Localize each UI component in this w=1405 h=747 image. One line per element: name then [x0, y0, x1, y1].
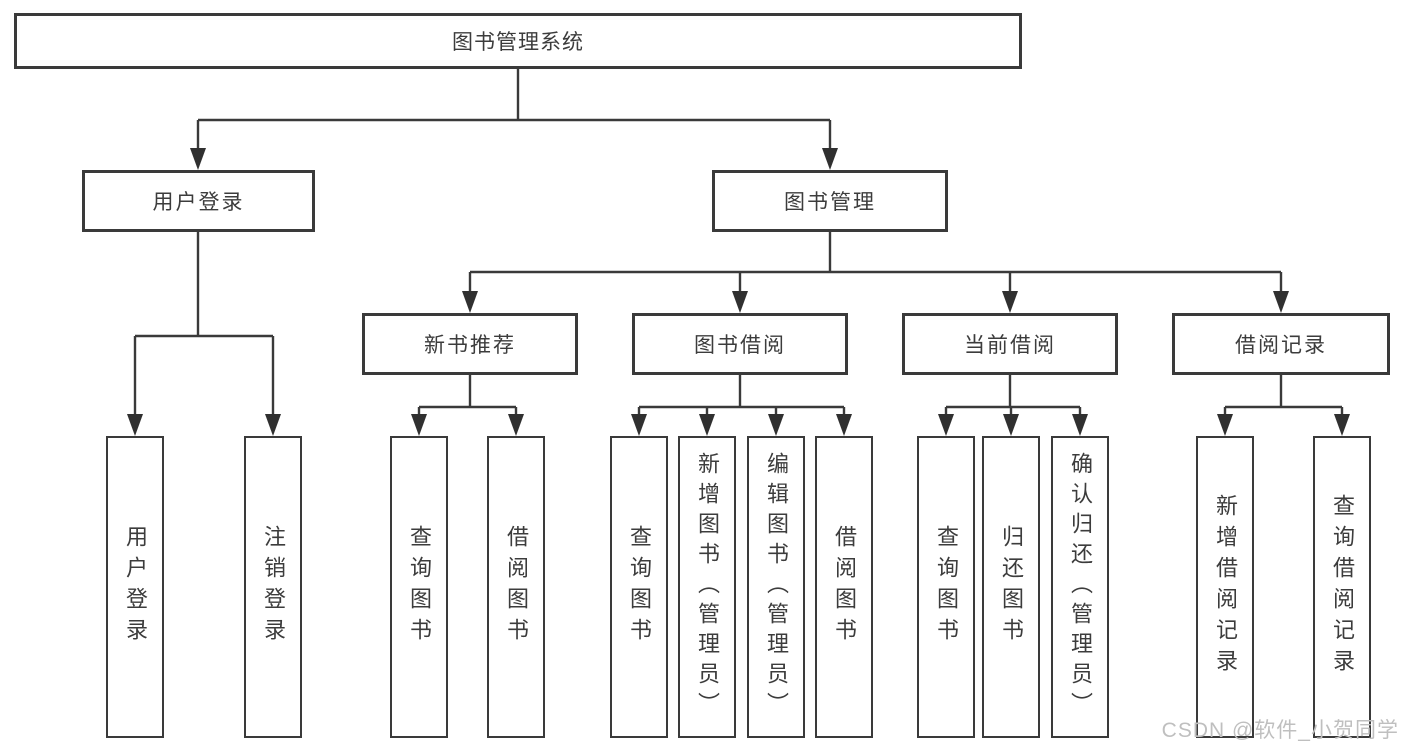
leaf-label: 用户登录 — [123, 525, 148, 649]
node-label: 借阅记录 — [1235, 334, 1327, 357]
arrow-down-icon — [411, 414, 427, 436]
leaf-borrow-borrow-books: 借阅图书 — [815, 436, 873, 738]
leaf-borrow-query-books: 查询图书 — [610, 436, 668, 738]
node-user-login: 用户登录 — [82, 170, 315, 232]
arrow-down-icon — [508, 414, 524, 436]
arrow-down-icon — [1072, 414, 1088, 436]
arrow-down-icon — [190, 148, 206, 170]
leaf-label: 查询图书 — [627, 525, 652, 649]
node-library-management-system: 图书管理系统 — [14, 13, 1022, 69]
leaf-newbook-query-books: 查询图书 — [390, 436, 448, 738]
leaf-borrow-edit-books-admin: 编辑图书（管理员） — [747, 436, 805, 738]
leaf-label: 查询借阅记录 — [1330, 494, 1355, 680]
connector-user-login — [133, 232, 275, 418]
arrow-down-icon — [768, 414, 784, 436]
leaf-label: 编辑图书（管理员） — [764, 452, 789, 722]
connector-borrow — [637, 375, 846, 418]
connector-new-book — [417, 375, 518, 418]
leaf-user-login: 用户登录 — [106, 436, 164, 738]
node-label: 新书推荐 — [424, 334, 516, 357]
arrow-down-icon — [822, 148, 838, 170]
node-book-borrowing: 图书借阅 — [632, 313, 848, 375]
node-book-management: 图书管理 — [712, 170, 948, 232]
leaf-logout: 注销登录 — [244, 436, 302, 738]
leaf-label: 查询图书 — [407, 525, 432, 649]
node-label: 当前借阅 — [964, 334, 1056, 357]
node-label: 图书借阅 — [694, 334, 786, 357]
node-label: 图书管理系统 — [452, 31, 584, 54]
arrow-down-icon — [699, 414, 715, 436]
leaf-borrow-add-books-admin: 新增图书（管理员） — [678, 436, 736, 738]
leaf-label: 借阅图书 — [832, 525, 857, 649]
leaf-label: 借阅图书 — [504, 525, 529, 649]
node-label: 用户登录 — [152, 191, 245, 214]
leaf-label: 注销登录 — [261, 525, 286, 649]
arrow-down-icon — [127, 414, 143, 436]
arrow-down-icon — [1002, 291, 1018, 313]
connector-records — [1223, 375, 1344, 418]
leaf-current-return-books: 归还图书 — [982, 436, 1040, 738]
node-label: 图书管理 — [784, 191, 876, 214]
arrow-down-icon — [938, 414, 954, 436]
arrow-down-icon — [732, 291, 748, 313]
connector-root — [196, 69, 832, 152]
arrow-down-icon — [265, 414, 281, 436]
leaf-label: 归还图书 — [999, 525, 1024, 649]
arrow-down-icon — [462, 291, 478, 313]
leaf-current-query-books: 查询图书 — [917, 436, 975, 738]
connector-book-mgmt — [468, 232, 1283, 295]
node-borrowing-records: 借阅记录 — [1172, 313, 1390, 375]
leaf-label: 确认归还（管理员） — [1068, 452, 1093, 722]
arrow-down-icon — [836, 414, 852, 436]
leaf-records-add-record: 新增借阅记录 — [1196, 436, 1254, 738]
arrow-down-icon — [1334, 414, 1350, 436]
leaf-label: 新增借阅记录 — [1213, 494, 1238, 680]
node-current-borrowing: 当前借阅 — [902, 313, 1118, 375]
arrow-down-icon — [631, 414, 647, 436]
leaf-current-confirm-return-admin: 确认归还（管理员） — [1051, 436, 1109, 738]
leaf-records-query-record: 查询借阅记录 — [1313, 436, 1371, 738]
leaf-newbook-borrow-books: 借阅图书 — [487, 436, 545, 738]
arrow-down-icon — [1003, 414, 1019, 436]
arrow-down-icon — [1217, 414, 1233, 436]
connector-current — [944, 375, 1082, 418]
leaf-label: 新增图书（管理员） — [695, 452, 720, 722]
arrow-down-icon — [1273, 291, 1289, 313]
node-new-book-recommendation: 新书推荐 — [362, 313, 578, 375]
leaf-label: 查询图书 — [934, 525, 959, 649]
